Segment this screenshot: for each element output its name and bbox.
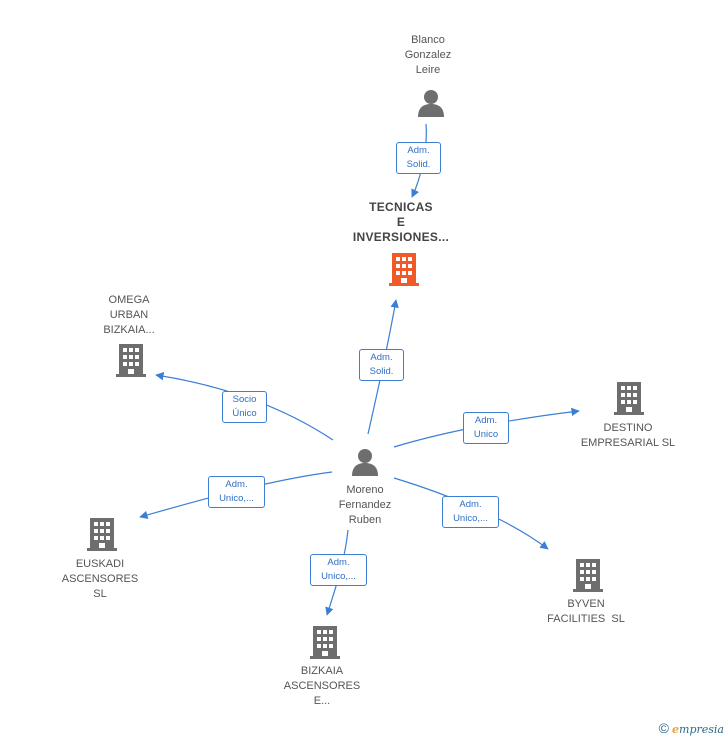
node-label-omega[interactable]: OMEGA URBAN BIZKAIA... (89, 293, 169, 338)
node-line: OMEGA (108, 294, 150, 306)
edge-label-moreno-bizkaia[interactable]: Adm. Unico,... (310, 554, 367, 586)
edge-label-moreno-tecnicas[interactable]: Adm. Solid. (359, 349, 404, 381)
edge-label-line: Socio (232, 394, 257, 405)
node-line: E (396, 215, 406, 229)
edge-label-line: Unico,... (321, 571, 356, 582)
edge-label-line: Adm. (225, 479, 248, 490)
building-icon[interactable] (572, 557, 604, 593)
building-icon[interactable] (309, 624, 341, 660)
node-line: ASCENSORES (61, 573, 139, 585)
node-line: DESTINO (603, 422, 653, 434)
node-line: TECNICAS (369, 200, 433, 214)
node-label-bizkaia[interactable]: BIZKAIA ASCENSORES E... (277, 664, 367, 709)
edge-label-line: Adm. (459, 499, 482, 510)
edge-label-line: Adm. (474, 415, 498, 426)
copyright-footer: © empresia (659, 720, 724, 736)
person-icon[interactable] (416, 88, 446, 118)
edge-label-line: Solid. (369, 366, 394, 377)
node-line: BIZKAIA... (103, 324, 155, 336)
edge-label-line: Adm. (370, 352, 393, 363)
node-label-destino[interactable]: DESTINO EMPRESARIAL SL (566, 421, 690, 451)
building-icon[interactable] (86, 516, 118, 552)
edge-label-moreno-destino[interactable]: Adm. Unico (463, 412, 509, 444)
node-label-blanco[interactable]: Blanco Gonzalez Leire (388, 33, 468, 78)
node-label-moreno[interactable]: Moreno Fernandez Ruben (322, 483, 408, 528)
edge-label-line: Adm. (407, 145, 430, 156)
node-line: Blanco (411, 34, 445, 46)
node-line: Leire (415, 64, 441, 76)
node-label-euskadi[interactable]: EUSKADI ASCENSORES SL (55, 557, 145, 602)
edge-label-line: Unico,... (219, 493, 254, 504)
node-line: BYVEN (567, 598, 605, 610)
edge-label-line: Unico (473, 429, 499, 440)
edge-label-line: Único (232, 408, 257, 419)
node-line: Ruben (348, 514, 382, 526)
node-label-tecnicas[interactable]: TECNICAS E INVERSIONES... (331, 200, 471, 245)
node-line: FACILITIES SL (547, 613, 625, 625)
node-line: ASCENSORES (283, 680, 361, 692)
building-icon[interactable] (388, 251, 420, 287)
node-label-byven[interactable]: BYVEN FACILITIES SL (536, 597, 636, 627)
brand-logo[interactable]: empresia (672, 723, 724, 736)
copyright-icon: © (658, 720, 669, 736)
node-line: EUSKADI (75, 558, 125, 570)
building-icon[interactable] (115, 342, 147, 378)
node-line: SL (93, 588, 107, 600)
node-line: Gonzalez (404, 49, 452, 61)
node-line: BIZKAIA (300, 665, 344, 677)
edge-label-line: Solid. (406, 159, 431, 170)
person-icon[interactable] (350, 447, 380, 477)
edge-label-moreno-euskadi[interactable]: Adm. Unico,... (208, 476, 265, 508)
edge-label-line: Unico,... (453, 513, 488, 524)
edge-label-line: Adm. (327, 557, 350, 568)
node-line: Fernandez (338, 499, 392, 511)
node-line: EMPRESARIAL SL (580, 437, 676, 449)
building-icon[interactable] (613, 380, 645, 416)
node-line: Moreno (346, 484, 384, 496)
node-line: INVERSIONES... (352, 230, 450, 244)
edge-label-moreno-byven[interactable]: Adm. Unico,... (442, 496, 499, 528)
node-line: URBAN (109, 309, 149, 321)
node-line: E... (313, 695, 331, 707)
edge-label-blanco-tecnicas[interactable]: Adm. Solid. (396, 142, 441, 174)
edge-label-moreno-omega[interactable]: Socio Único (222, 391, 267, 423)
